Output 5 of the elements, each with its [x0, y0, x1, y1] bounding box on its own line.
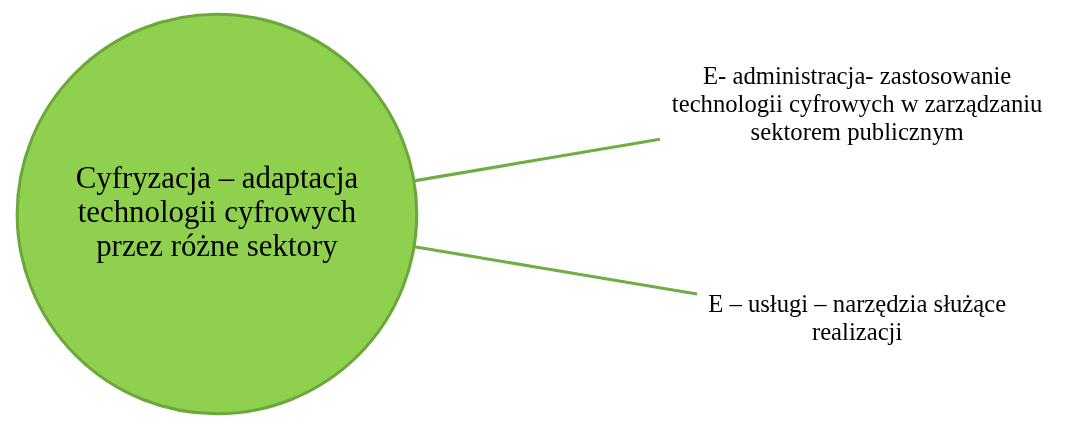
connector — [413, 245, 697, 296]
connector — [413, 137, 660, 183]
node-circle: Cyfryzacja – adaptacja technologii cyfrowych przez różne sektory — [15, 12, 418, 416]
node-text: E – usługi – narzędzia służące realizacji — [707, 290, 1006, 346]
node-text: E- administracja- zastosowanie technologii cyfrowych w zarządzaniu sektorem publicznym — [671, 62, 1042, 145]
